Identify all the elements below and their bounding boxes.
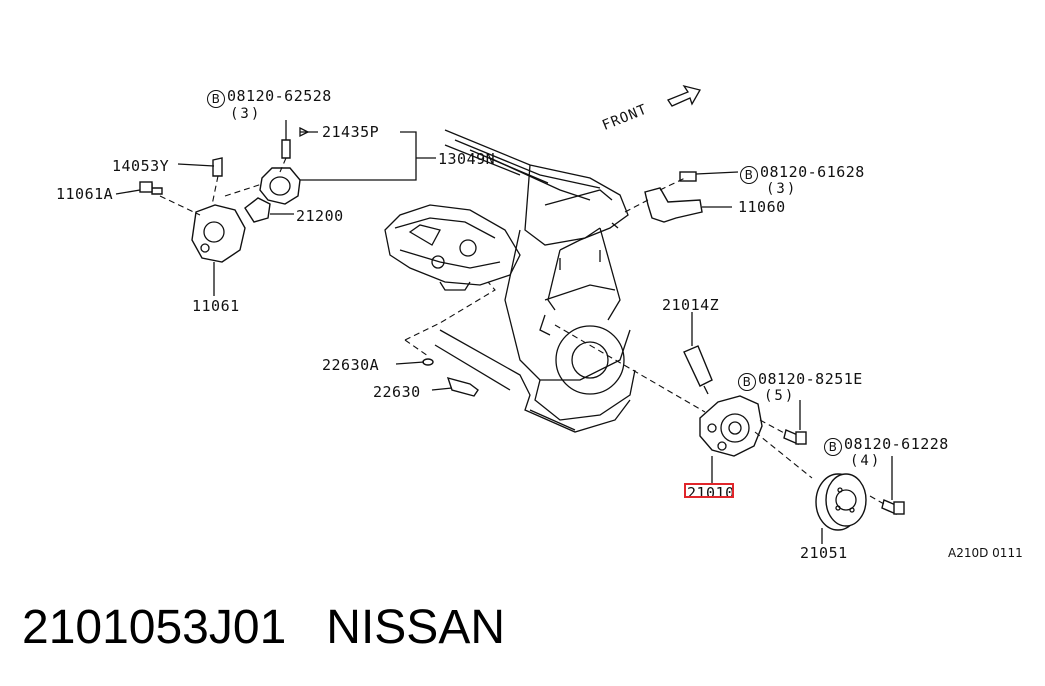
qty-label: (4) (850, 453, 882, 469)
pump-bolts-drawing (759, 419, 905, 515)
leader-lines (115, 120, 893, 544)
figure-code: A210D 0111 (948, 546, 1023, 560)
part-number-label: 08120-62528 (227, 87, 332, 105)
caption-part-number: 2101053J01 (22, 601, 287, 654)
caption-brand: NISSAN (326, 601, 505, 654)
bolt-b-mark: B (824, 438, 842, 456)
part-callout-14053y: 14053Y (112, 157, 170, 175)
qty-label: (5) (764, 388, 796, 404)
intake-manifold-drawing (384, 204, 521, 291)
part-callout-13049n: 13049N (438, 150, 496, 168)
part-caption: 2101053J01 NISSAN (22, 600, 505, 655)
part-number-label: 08120-61628 (760, 163, 865, 181)
part-callout-11061: 11061 (192, 297, 240, 315)
part-callout-22630: 22630 (373, 383, 421, 401)
qty-label: (3) (230, 106, 262, 122)
bolt-b-mark: B (207, 90, 225, 108)
bolt-b-mark: B (738, 373, 756, 391)
engine-exploded-view (115, 84, 905, 544)
bolt-b-mark: B (740, 166, 758, 184)
part-number-label: 08120-8251E (758, 370, 863, 388)
front-arrow-drawing (667, 84, 701, 107)
part-callout-21051: 21051 (800, 544, 848, 562)
engine-block-drawing (434, 129, 636, 433)
part-callout-11060: 11060 (738, 198, 786, 216)
pulley-drawing (815, 473, 867, 531)
bracket-11060-drawing (624, 171, 703, 223)
highlight-box (684, 483, 734, 498)
qty-label: (3) (766, 181, 798, 197)
part-callout-21014z: 21014Z (662, 296, 720, 314)
part-callout-21200: 21200 (296, 207, 344, 225)
part-callout-21435p: 21435P (322, 123, 380, 141)
thermostat-housing-group (139, 139, 301, 263)
temp-sensor-drawing (404, 281, 496, 397)
part-number-label: 08120-61228 (844, 435, 949, 453)
water-pump-drawing (554, 324, 813, 479)
part-callout-22630a: 22630A (322, 356, 380, 374)
part-callout-11061a: 11061A (56, 185, 114, 203)
